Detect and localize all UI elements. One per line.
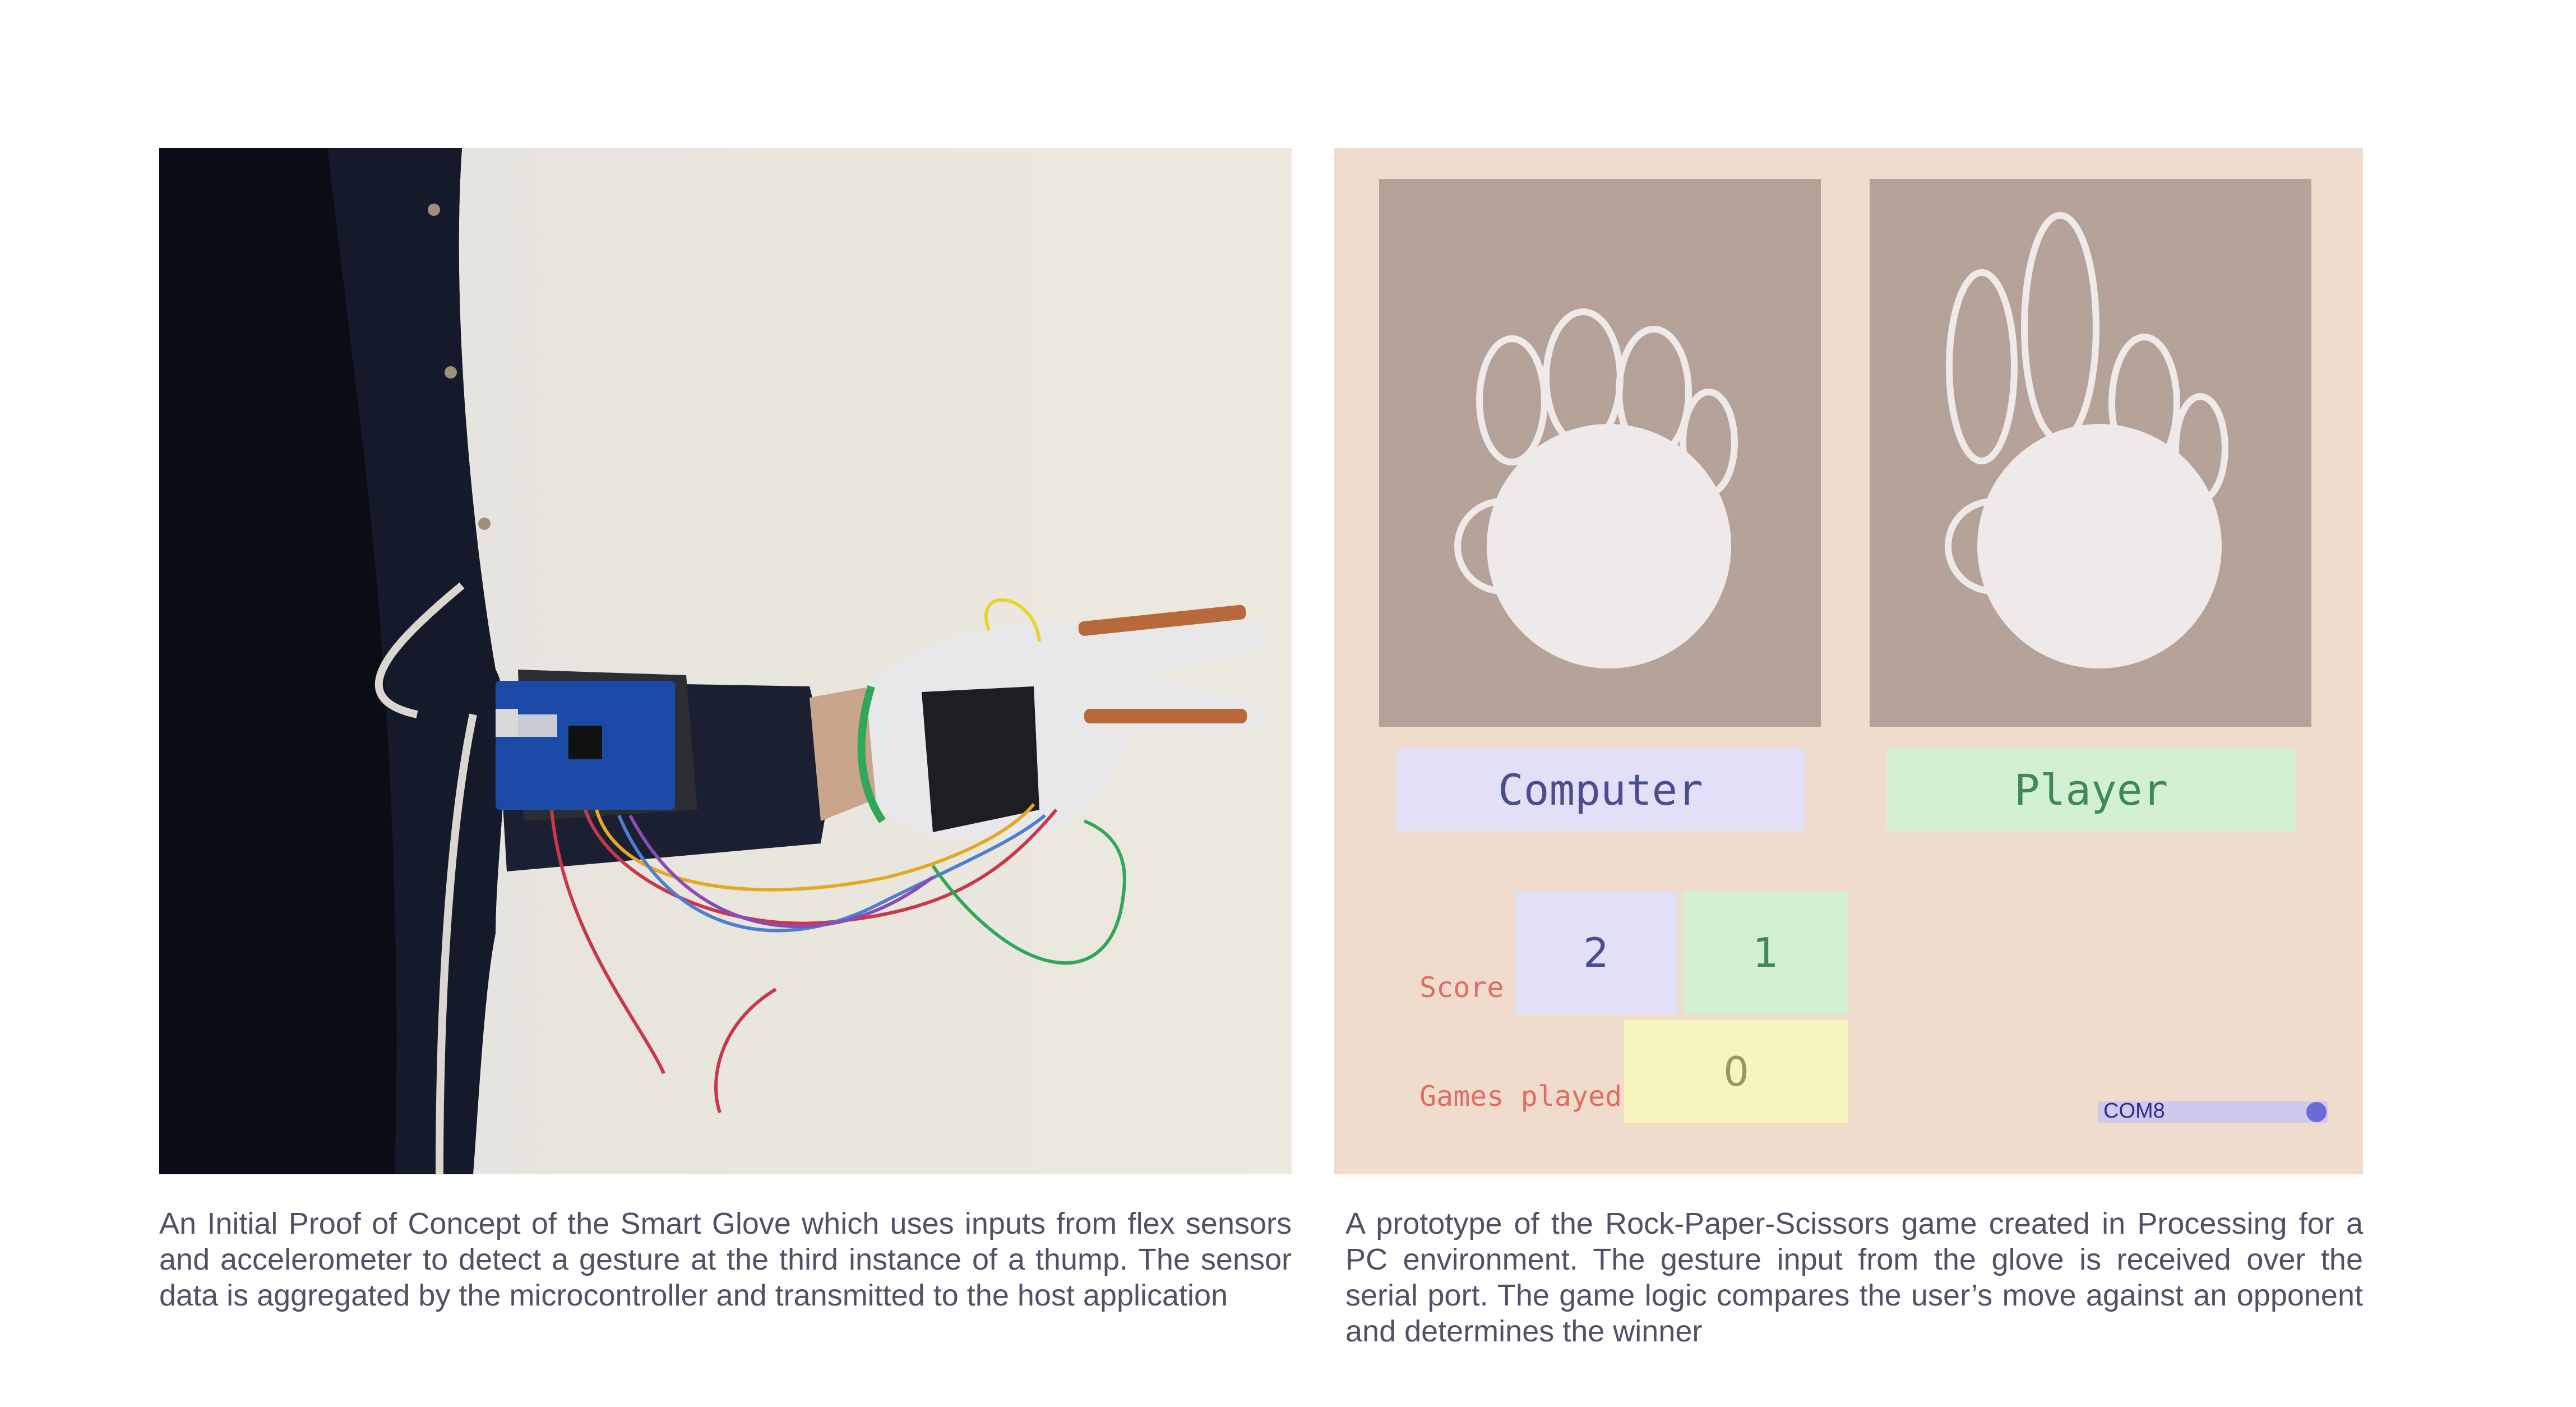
scissors-hand-icon (1945, 212, 2228, 668)
paper-hand-icon (1454, 308, 1738, 668)
games-played-label: Games played (1419, 1080, 1622, 1113)
score-label: Score (1419, 971, 1504, 1004)
player-label: Player (1886, 748, 2296, 831)
game-caption: A prototype of the Rock-Paper-Scissors g… (1345, 1207, 2363, 1348)
rps-game-window: Computer Player Score Games played 2 1 0… (1334, 148, 2363, 1174)
games-played-count: 0 (1624, 1020, 1848, 1123)
player-hand-panel (1870, 179, 2311, 727)
computer-hand-panel (1379, 179, 1821, 727)
computer-score: 2 (1515, 891, 1677, 1014)
computer-label: Computer (1396, 748, 1805, 831)
serial-port-label: COM8 (2103, 1099, 2165, 1123)
port-status-dot-icon (2306, 1102, 2327, 1122)
smart-glove-illustration (159, 148, 1268, 1174)
smart-glove-photo (159, 148, 1292, 1174)
serial-port-selector[interactable]: COM8 (2098, 1099, 2328, 1123)
player-score: 1 (1683, 891, 1848, 1014)
glove-caption: An Initial Proof of Concept of the Smart… (159, 1207, 1292, 1312)
flex-sensor-icon (1078, 605, 1246, 636)
cable-icon (374, 582, 1126, 1174)
